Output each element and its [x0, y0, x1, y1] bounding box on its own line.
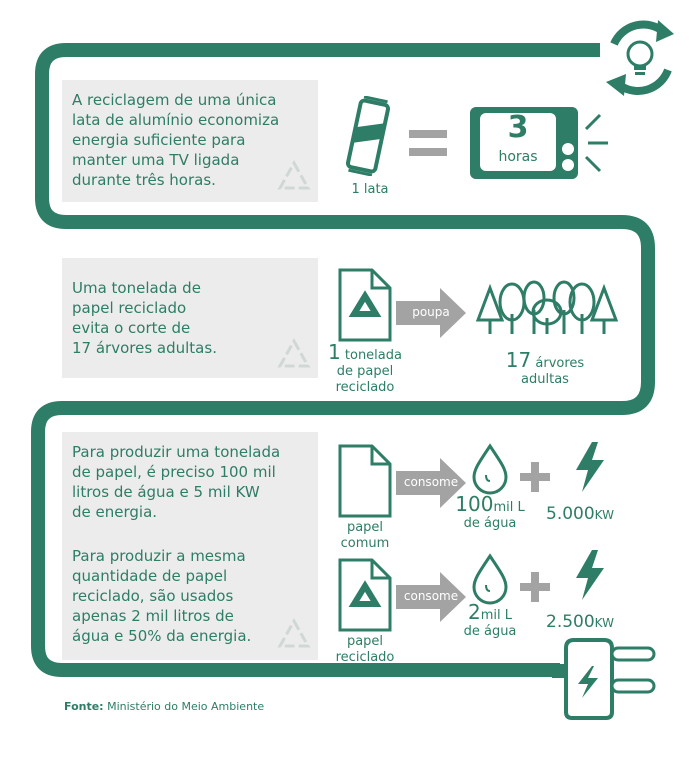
lightning-icon: [576, 442, 604, 492]
energy-amount-1: 5.000KW: [546, 504, 614, 524]
recycle-icon: [277, 338, 311, 368]
trees-icon: [476, 280, 618, 334]
section3-textbox: [62, 432, 318, 660]
consumes-arrow: consome: [396, 458, 466, 508]
recycle-icon: [277, 160, 311, 190]
recycle-icon: [277, 618, 311, 648]
source-note: Fonte: Ministério do Meio Ambiente: [64, 700, 265, 713]
lightning-icon: [576, 550, 604, 600]
section2-textbox: [62, 258, 318, 378]
recycled-paper-icon: [338, 558, 392, 632]
power-plug-icon: [552, 638, 656, 720]
saves-arrow: poupa: [396, 288, 466, 338]
equals-icon-bar: [409, 148, 447, 156]
water-drop-icon: [472, 553, 508, 605]
plus-icon: [520, 462, 550, 492]
consumes-arrow: consome: [396, 572, 466, 622]
tv-icon: [470, 107, 608, 179]
plus-icon: [520, 572, 550, 602]
energy-amount-2: 2.500KW: [546, 612, 614, 632]
lightbulb-recycle-icon: [606, 20, 674, 96]
can-label: 1 lata: [351, 182, 389, 197]
plain-paper-icon: [338, 444, 392, 518]
tv-number: 3: [507, 110, 529, 145]
equals-icon: [409, 130, 447, 138]
recycled-paper-icon: [338, 268, 392, 342]
aluminum-can-icon: [345, 96, 391, 176]
tv-unit: horas: [498, 149, 538, 165]
water-drop-icon: [472, 443, 508, 495]
section1-textbox: [62, 80, 318, 202]
